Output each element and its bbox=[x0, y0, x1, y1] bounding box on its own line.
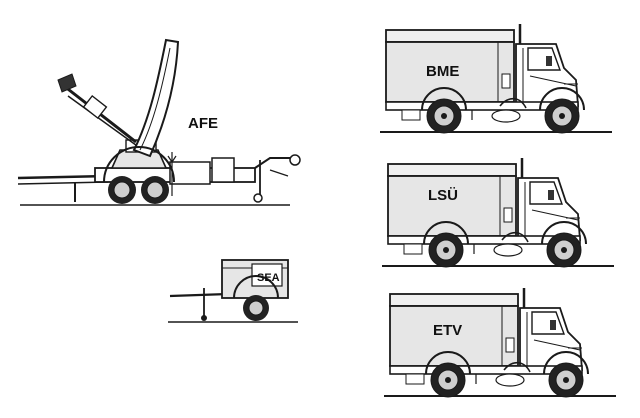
afe-pedestal bbox=[110, 149, 168, 169]
sea-towbar bbox=[169, 292, 229, 298]
lsu-label: LSÜ bbox=[428, 187, 458, 204]
bme-label: BME bbox=[426, 63, 459, 80]
sea-label: SEA bbox=[257, 272, 280, 284]
bme-truck bbox=[378, 22, 614, 135]
sea-trailer: SEA bbox=[168, 259, 298, 323]
afe-label: AFE bbox=[188, 115, 218, 132]
lsu-truck bbox=[380, 156, 616, 269]
afe-towbar bbox=[17, 174, 109, 180]
etv-label: ETV bbox=[433, 322, 462, 339]
etv-truck bbox=[382, 286, 618, 399]
afe-reflector bbox=[132, 38, 180, 158]
afe-trailer: AFE bbox=[17, 38, 301, 206]
